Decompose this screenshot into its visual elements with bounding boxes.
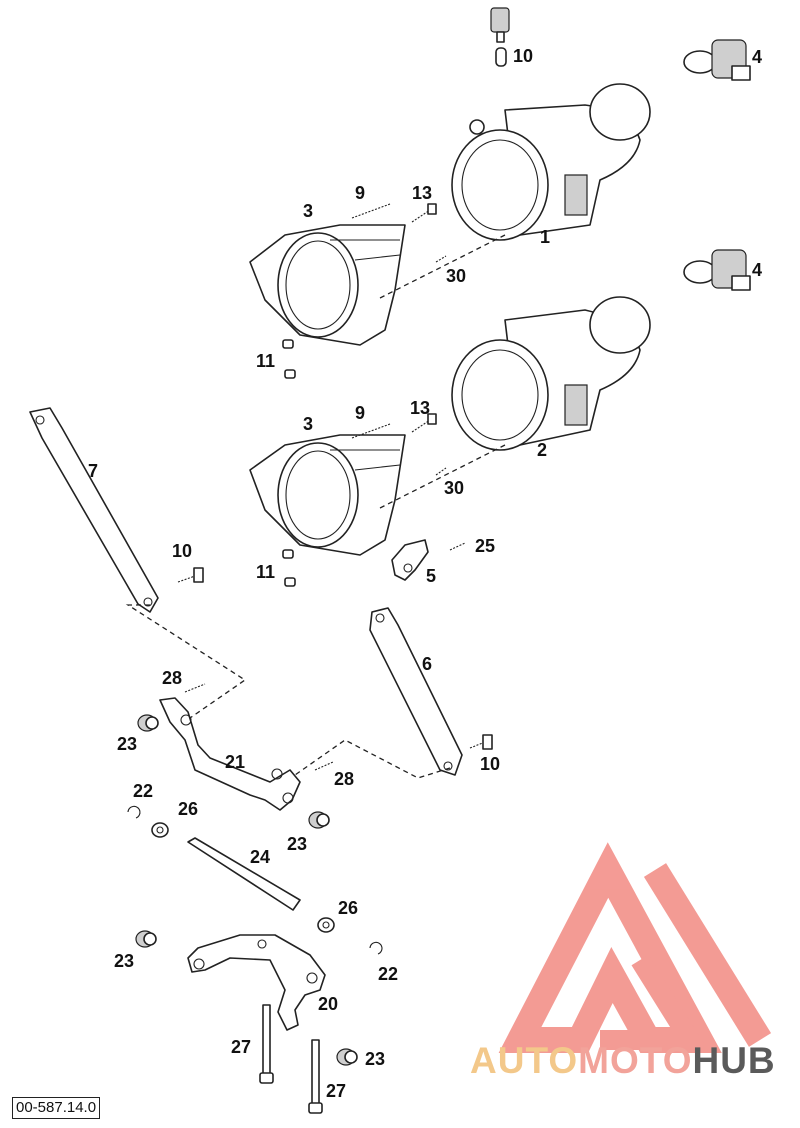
label-part-13a: 13 <box>412 183 432 203</box>
label-part-3b: 3 <box>303 414 313 434</box>
label-part-2: 2 <box>537 440 547 460</box>
label-part-9a: 9 <box>355 183 365 203</box>
label-part-28b: 28 <box>334 769 354 789</box>
label-part-9b: 9 <box>355 403 365 423</box>
part-3-housing-upper <box>249 224 406 346</box>
part-28-screw-lower <box>314 761 334 771</box>
label-part-11a: 11 <box>256 351 275 371</box>
watermark-wordmark: AUTOMOTOHUB <box>470 1040 776 1082</box>
part-20-bracket <box>187 934 326 1031</box>
part-22-clip-2 <box>369 941 383 955</box>
part-28-screw-upper <box>184 683 206 693</box>
part-7-strut <box>29 407 159 613</box>
label-part-23b: 23 <box>287 834 307 854</box>
part-22-clip-1 <box>127 805 141 819</box>
label-part-21: 21 <box>225 752 245 772</box>
part-4-bulb-lower <box>683 249 751 291</box>
label-part-4b: 4 <box>752 260 762 280</box>
label-part-6: 6 <box>422 654 432 674</box>
label-part-3a: 3 <box>303 201 313 221</box>
part-11-screws-lower <box>282 549 296 587</box>
part-2-projector-lower <box>451 296 651 451</box>
part-3-housing-lower <box>249 434 406 556</box>
label-part-24: 24 <box>250 847 270 867</box>
label-part-8: 10 <box>513 46 533 66</box>
part-25-screw <box>449 542 466 551</box>
label-part-27b: 27 <box>326 1081 346 1101</box>
label-part-4a: 4 <box>752 47 762 67</box>
automotohub-triangle-logo <box>498 842 772 1053</box>
part-30-spring-upper <box>435 255 447 263</box>
part-23-bushing-1 <box>137 714 159 732</box>
label-part-26a: 26 <box>178 799 198 819</box>
part-26-washer-1 <box>151 822 169 838</box>
part-23-bushing-2 <box>308 811 330 829</box>
label-part-23c: 23 <box>114 951 134 971</box>
label-part-20: 20 <box>318 994 338 1014</box>
part-10-bolt-left <box>177 567 204 583</box>
part-30-spring-lower <box>435 467 447 476</box>
label-part-7: 7 <box>88 461 98 481</box>
label-part-1: 1 <box>540 227 550 247</box>
part-21-bracket <box>159 697 301 811</box>
part-27-bolt-2 <box>308 1039 323 1114</box>
label-part-27a: 27 <box>231 1037 251 1057</box>
label-part-22b: 22 <box>378 964 398 984</box>
label-part-30b: 30 <box>444 478 464 498</box>
reference-code: 00-587.14.0 <box>12 1097 101 1119</box>
label-part-10b: 10 <box>480 754 500 774</box>
part-1-projector-upper <box>451 83 651 241</box>
label-part-10a: 10 <box>172 541 192 561</box>
label-part-28a: 28 <box>162 668 182 688</box>
part-4-bulb-upper <box>683 39 751 81</box>
part-10-bolt-right <box>469 734 493 750</box>
part-26-washer-2 <box>317 917 335 933</box>
label-part-22a: 22 <box>133 781 153 801</box>
label-part-11b: 11 <box>256 562 275 582</box>
label-part-13b: 13 <box>410 398 430 418</box>
part-6-strut <box>369 607 463 776</box>
label-part-23a: 23 <box>117 734 137 754</box>
part-23-bushing-3 <box>135 930 157 948</box>
label-part-30a: 30 <box>446 266 466 286</box>
part-13-screw-lower <box>411 413 437 433</box>
part-24-rod <box>187 837 301 911</box>
label-part-23d: 23 <box>365 1049 385 1069</box>
watermark-moto: MOTO <box>578 1040 693 1081</box>
label-part-26b: 26 <box>338 898 358 918</box>
part-8-bulb <box>490 7 510 67</box>
part-27-bolt-1 <box>259 1004 274 1084</box>
part-11-screws-upper <box>282 339 296 379</box>
part-13-screw-upper <box>411 203 437 223</box>
label-part-25: 25 <box>475 536 495 556</box>
label-part-5: 5 <box>426 566 436 586</box>
watermark-hub: HUB <box>692 1040 776 1081</box>
part-23-bushing-4 <box>336 1048 358 1066</box>
part-5-clip <box>391 539 429 581</box>
part-9-spring-upper <box>351 203 391 219</box>
watermark-auto: AUTO <box>470 1040 579 1081</box>
